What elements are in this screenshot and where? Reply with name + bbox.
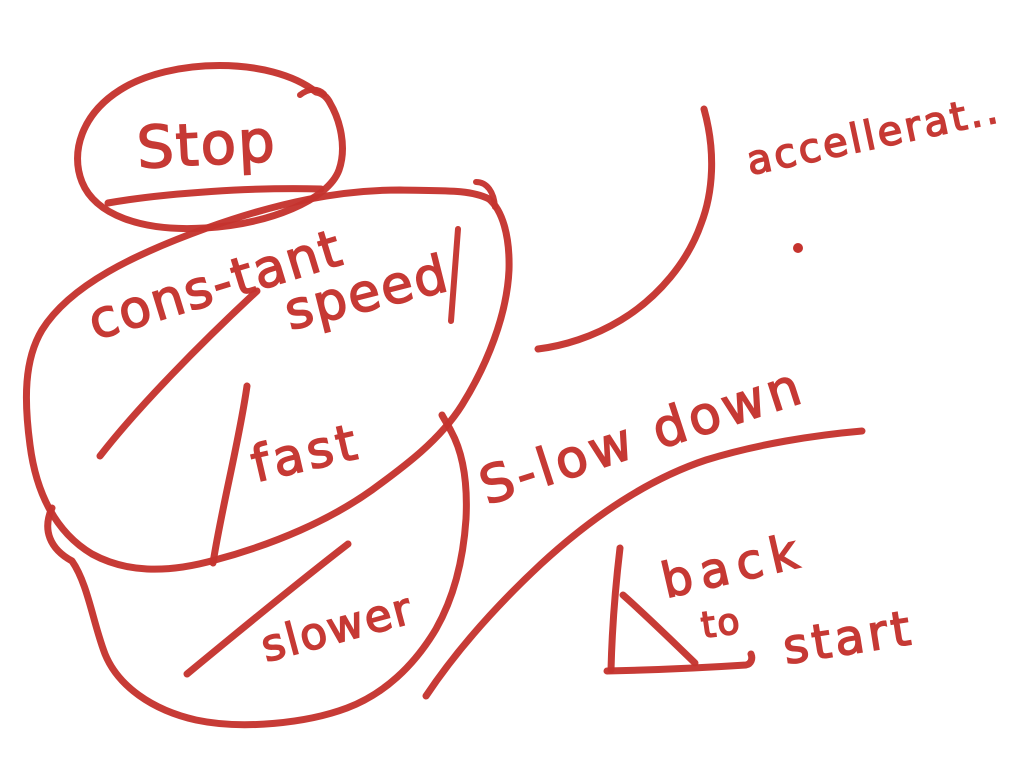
stop-label: Stop xyxy=(135,107,278,182)
triangle-base-stroke xyxy=(603,650,756,675)
stop-underline-stroke xyxy=(104,185,325,207)
fast-label: fast xyxy=(246,412,366,493)
stop-oval-overlap-tick xyxy=(297,86,327,98)
accelerate-dot xyxy=(793,243,803,253)
slow-down-label: S-low down xyxy=(472,356,811,517)
constant-speed-blob-stroke xyxy=(22,186,513,573)
slower-blob-stroke xyxy=(44,411,470,729)
accelerate-label: accellerat.. xyxy=(743,86,1005,185)
slow-down-curve-stroke xyxy=(422,427,866,700)
blob-start-hook-stroke xyxy=(473,179,498,210)
speed-tail-stroke xyxy=(448,226,461,324)
stop-oval-stroke xyxy=(74,62,346,233)
triangle-vertical-stroke xyxy=(607,544,624,674)
slower-divider-stroke xyxy=(183,540,352,678)
accelerate-curve-stroke xyxy=(534,105,716,353)
start-label: start xyxy=(779,600,918,676)
constant-inner-diagonal-stroke xyxy=(96,287,261,460)
fast-divider-stroke xyxy=(209,382,251,567)
triangle-hypotenuse-stroke xyxy=(619,591,699,667)
back-label: back xyxy=(656,522,811,609)
to-label: to xyxy=(699,601,744,647)
